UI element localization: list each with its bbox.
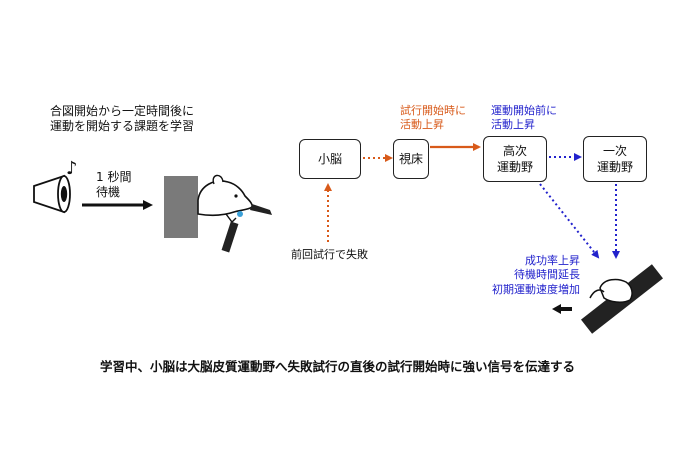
previous-failure-label: 前回試行で失敗 [291,248,368,261]
wait-label: 待機 [96,185,121,199]
higher-motor-note-line1: 運動開始前に [491,104,557,117]
thalamus-note-line2: 活動上昇 [400,117,444,131]
outcome-success-rate: 成功率上昇 [525,254,580,267]
outcome-wait-time: 待機時間延長 [514,268,580,282]
cerebellum-label: 小脳 [317,151,342,166]
arrow-higher-motor-to-hand [539,183,600,259]
mouse-illustration [164,174,272,253]
pull-arrow [552,304,572,314]
primary-motor-box: 一次 運動野 [583,136,647,182]
thalamus-label: 視床 [398,151,423,166]
lever-grip-illustration [580,264,664,334]
higher-motor-note-line2: 活動上昇 [491,117,535,131]
wait-duration-label: 1 秒間 [96,170,132,184]
primary-motor-label-line2: 運動野 [596,160,633,174]
task-description-line2: 運動を開始する課題を学習 [50,119,195,133]
primary-motor-label-line1: 一次 [602,143,627,158]
outcomes-list: 成功率上昇 待機時間延長 初期運動速度増加 [492,254,580,297]
task-description-line1: 合図開始から一定時間後に [50,104,195,118]
speaker-icon [33,174,71,214]
outcome-initial-speed: 初期運動速度増加 [492,282,580,296]
thalamus-note: 試行開始時に 活動上昇 [400,104,466,132]
higher-motor-label-line1: 高次 [502,143,527,158]
higher-motor-label-line2: 運動野 [496,160,533,174]
music-note-icon: ♪ [66,158,78,179]
thalamus-note-line1: 試行開始時に [400,104,466,117]
higher-motor-note: 運動開始前に 活動上昇 [491,104,557,132]
figure-caption: 学習中、小脳は大脳皮質運動野へ失敗試行の直後の試行開始時に強い信号を伝達する [99,359,575,374]
thalamus-box: 視床 [393,139,429,179]
cerebellum-box: 小脳 [299,139,361,179]
higher-motor-box: 高次 運動野 [483,136,547,182]
